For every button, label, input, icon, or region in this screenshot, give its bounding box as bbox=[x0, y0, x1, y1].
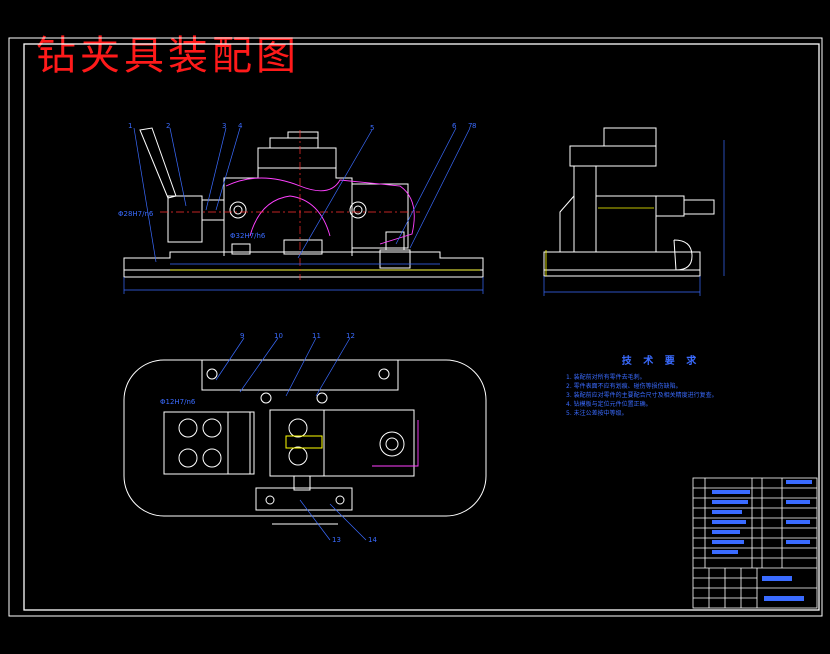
dim-label-front-a: Φ28H7/n6 bbox=[118, 210, 154, 218]
drawing-title: 钻夹具装配图 bbox=[36, 33, 300, 79]
outer-border bbox=[8, 37, 823, 617]
tech-req-item: 5. 未注公差按中等级。 bbox=[566, 410, 628, 417]
callout-9: 9 bbox=[240, 332, 244, 340]
side-view bbox=[543, 127, 715, 277]
callout-5: 5 bbox=[370, 124, 374, 132]
callout-2: 2 bbox=[166, 122, 170, 130]
tech-req-item: 3. 装配前应对零件的主要配合尺寸及相关精度进行复查。 bbox=[566, 392, 718, 399]
leader-lines bbox=[133, 127, 471, 541]
side-accent bbox=[545, 207, 654, 276]
callout-6: 6 bbox=[452, 122, 457, 130]
callout-14: 14 bbox=[368, 536, 377, 544]
tech-req-item: 4. 钻模板与定位元件位置正确。 bbox=[566, 401, 652, 408]
side-dimensions bbox=[543, 140, 725, 296]
tech-req-item: 2. 零件表面不应有划痕、碰伤等损伤缺陷。 bbox=[566, 383, 682, 390]
top-accent bbox=[285, 435, 323, 449]
top-view bbox=[123, 359, 487, 525]
top-hidden-lines bbox=[372, 420, 419, 467]
dimension-labels: Φ28H7/n6 Φ32H7/h6 Φ12H7/n6 bbox=[118, 210, 266, 406]
callout-labels: 1 2 3 4 5 6 7 8 9 10 11 12 13 14 bbox=[128, 122, 476, 544]
technical-requirements: 技 术 要 求 1. 装配前对所有零件去毛刺。 2. 零件表面不应有划痕、碰伤等… bbox=[566, 352, 756, 418]
title-block-fill bbox=[712, 480, 812, 601]
tech-req-heading: 技 术 要 求 bbox=[621, 356, 701, 367]
callout-1: 1 bbox=[128, 122, 132, 130]
front-centerlines bbox=[160, 130, 420, 280]
callout-11: 11 bbox=[312, 332, 321, 340]
callout-12: 12 bbox=[346, 332, 355, 340]
callout-13: 13 bbox=[332, 536, 341, 544]
inner-border bbox=[23, 43, 820, 611]
callout-10: 10 bbox=[274, 332, 283, 340]
callout-7: 7 bbox=[468, 122, 472, 130]
front-dimensions bbox=[123, 263, 484, 294]
callout-3: 3 bbox=[222, 122, 226, 130]
callout-8: 8 bbox=[472, 122, 476, 130]
callout-4: 4 bbox=[238, 122, 243, 130]
tech-req-item: 1. 装配前对所有零件去毛刺。 bbox=[566, 374, 646, 381]
front-view bbox=[123, 127, 484, 278]
dim-label-front-b: Φ32H7/h6 bbox=[230, 232, 266, 240]
title-block bbox=[692, 477, 818, 609]
front-hidden-lines bbox=[170, 177, 480, 271]
dim-label-top-a: Φ12H7/n6 bbox=[160, 398, 196, 406]
